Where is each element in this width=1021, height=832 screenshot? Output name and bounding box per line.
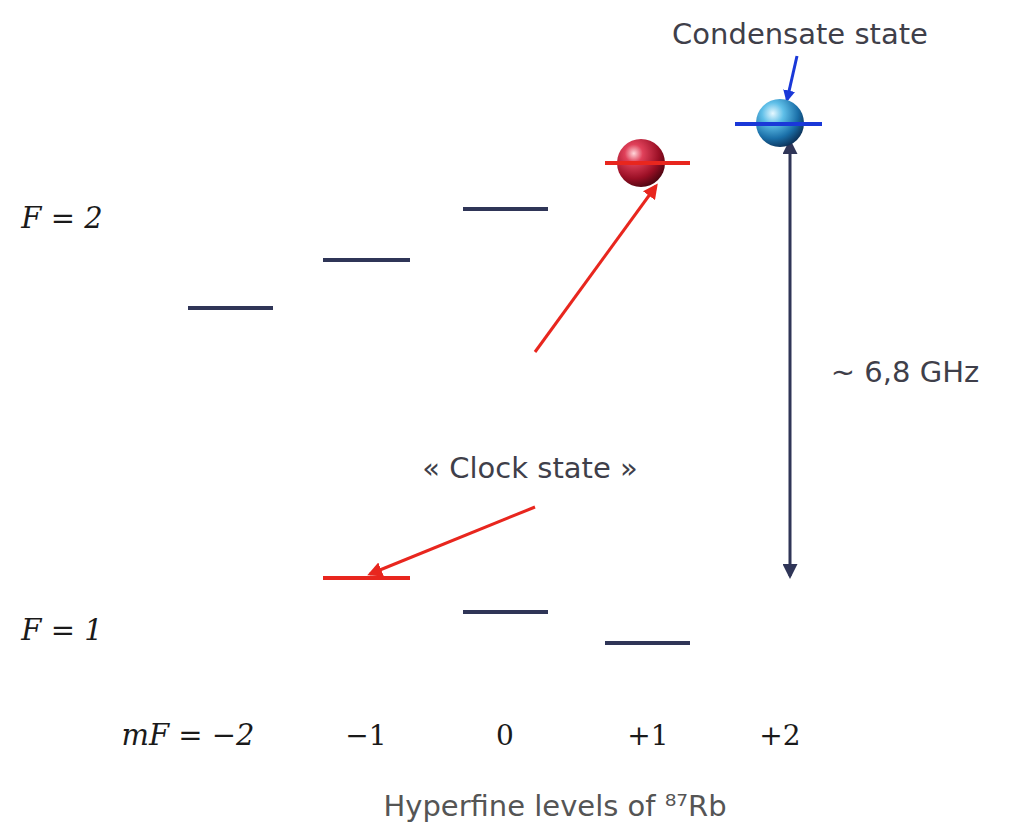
clock-level [323, 576, 410, 580]
leader-arrow [370, 507, 535, 574]
condensate-level [735, 122, 822, 126]
clock-level [605, 161, 690, 165]
quantum-number: −1 [345, 719, 386, 752]
energy-level [463, 207, 548, 211]
energy-level [188, 306, 273, 310]
splitting-arrow [789, 142, 792, 576]
quantum-number: +2 [759, 719, 800, 752]
leader-arrow [535, 186, 656, 352]
leader-arrow [787, 56, 797, 100]
energy-level [463, 610, 548, 614]
quantum-number: 0 [496, 719, 514, 752]
caption: Hyperfine levels of ⁸⁷Rb [383, 789, 726, 823]
frequency-label: ~ 6,8 GHz [831, 355, 979, 389]
level-label: F = 1 [21, 613, 102, 647]
f2-levels [188, 209, 548, 308]
state-label: « Clock state » [422, 451, 637, 485]
f1-levels [463, 612, 690, 643]
energy-level [605, 641, 690, 645]
energy-level [323, 258, 410, 262]
quantum-number: mF = −2 [121, 718, 254, 752]
quantum-number: +1 [627, 719, 668, 752]
level-label: F = 2 [21, 201, 102, 235]
state-label: Condensate state [672, 17, 928, 51]
